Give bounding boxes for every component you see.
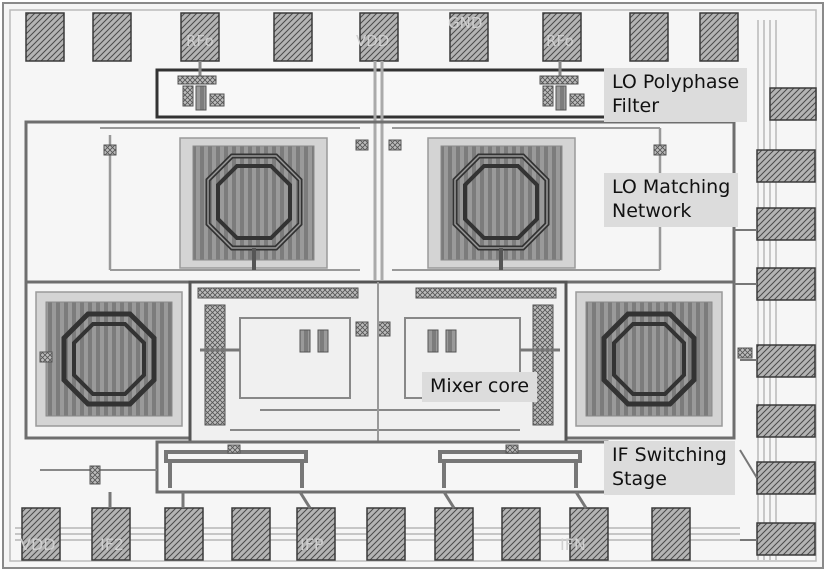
bond-pad: [164, 507, 204, 561]
bond-pad: [273, 12, 313, 62]
bond-pad: [756, 461, 816, 495]
bond-pad: [359, 12, 399, 62]
label-mixer-core: Mixer core: [422, 372, 538, 402]
bond-pad: [756, 344, 816, 378]
pad-mark-bottom-2: IF2: [100, 535, 124, 554]
pad-mark-top-1: RFo: [186, 32, 214, 50]
bond-pad: [449, 12, 489, 62]
pad-mark-top-3: GND: [448, 14, 482, 32]
bond-pad: [296, 507, 336, 561]
bond-pad: [769, 87, 817, 121]
bond-pad: [756, 149, 816, 183]
pad-mark-top-2: VDD: [356, 32, 389, 50]
mixer-core-block: [188, 280, 568, 444]
pad-mark-top-4: RFo: [546, 32, 574, 50]
bond-pad: [756, 207, 816, 241]
bond-pad: [699, 12, 739, 62]
label-lo-matching-network: LO Matching Network: [604, 173, 739, 227]
bond-pad: [756, 522, 816, 556]
pad-mark-bottom-3: IFP: [300, 535, 324, 554]
bond-pad: [569, 507, 609, 561]
bond-pad: [501, 507, 541, 561]
if-switching-stage-block: [40, 440, 609, 494]
lo-polyphase-filter-block: [155, 61, 609, 280]
label-lo-polyphase-filter: LO Polyphase Filter: [604, 68, 748, 122]
bottom-pad-row: [21, 491, 691, 561]
pad-mark-bottom-1: VDD: [20, 535, 56, 554]
bond-pad: [92, 12, 132, 62]
inductor-top-right: [452, 153, 550, 270]
bond-pad: [629, 12, 669, 62]
top-pad-row: [25, 12, 739, 62]
bond-pad: [651, 507, 691, 561]
bond-pad: [21, 507, 61, 561]
inductor-block-left: [24, 280, 192, 440]
bond-pad: [434, 507, 474, 561]
inductor-top-left: [205, 153, 303, 270]
bond-pad: [542, 12, 582, 62]
bond-pad: [231, 507, 271, 561]
bond-pad: [25, 12, 65, 62]
bond-pad: [91, 507, 131, 561]
bond-pad: [756, 267, 816, 301]
bond-pad: [366, 507, 406, 561]
bond-pad: [756, 404, 816, 438]
bond-pad: [180, 12, 220, 62]
inductor-block-right: [564, 280, 753, 440]
label-if-switching-stage: IF Switching Stage: [604, 441, 735, 495]
right-pad-column: [734, 87, 817, 556]
die-inner-ring: [9, 9, 817, 562]
pad-mark-bottom-4: IFN: [560, 535, 586, 554]
